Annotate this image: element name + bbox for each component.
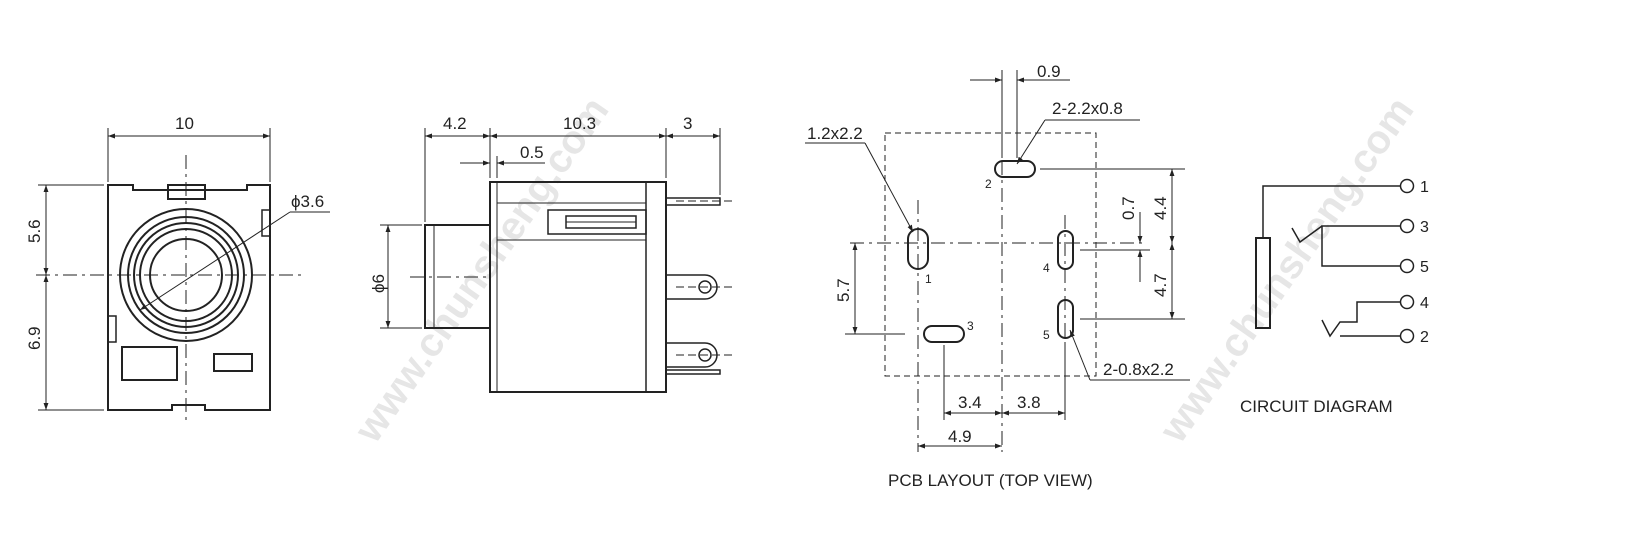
pcb-bottom-c-label: 4.9 xyxy=(948,427,972,446)
slot-left-leader xyxy=(864,142,914,233)
watermark-text: www.chunsheng.com xyxy=(346,89,618,451)
front-view-outline xyxy=(107,184,271,411)
barrel-diameter-label: ϕ6 xyxy=(369,274,388,293)
slot-top-leader xyxy=(1016,119,1046,165)
pcb-pin-label: 5 xyxy=(1043,328,1050,342)
front-length-label: 4.2 xyxy=(443,114,467,133)
front-view-side-notch xyxy=(261,209,271,237)
circuit-wire-4 xyxy=(1321,301,1400,338)
front-upper-height-label: 5.6 xyxy=(25,219,44,243)
body-length-label: 10.3 xyxy=(563,114,596,133)
pcb-pin-label: 1 xyxy=(925,272,932,286)
pcb-pin-1-slot xyxy=(907,228,929,270)
side-view-body xyxy=(489,181,667,393)
pcb-offset-label: 0.7 xyxy=(1119,196,1138,220)
hole-diameter-leader xyxy=(139,211,291,311)
slot-bottom-leader xyxy=(1069,329,1091,381)
pcb-pin-2-slot xyxy=(994,160,1036,178)
circuit-pin-label: 3 xyxy=(1420,219,1429,236)
pcb-pin-5-slot xyxy=(1057,299,1074,339)
pcb-bottom-b-label: 3.8 xyxy=(1017,393,1041,412)
pcb-layout-caption: PCB LAYOUT (TOP VIEW) xyxy=(888,471,1093,490)
circuit-wire-1 xyxy=(1262,185,1400,238)
pcb-pin-label: 3 xyxy=(967,319,974,333)
front-view xyxy=(36,128,330,425)
circuit-pin-label: 5 xyxy=(1420,259,1429,276)
front-view-pad xyxy=(121,346,178,381)
circuit-terminal-2 xyxy=(1399,328,1415,344)
pcb-pin-3-slot xyxy=(923,325,965,343)
circuit-diagram xyxy=(1255,178,1415,344)
slot-left-label: 1.2x2.2 xyxy=(807,124,863,143)
pcb-pin-4-slot xyxy=(1057,230,1074,270)
pcb-pin-label: 4 xyxy=(1043,261,1050,275)
pcb-right-lower-label: 4.7 xyxy=(1151,273,1170,297)
hole-diameter-label: ϕ3.6 xyxy=(291,192,324,211)
pcb-right-upper-label: 4.4 xyxy=(1151,196,1170,220)
front-view-side-notch xyxy=(107,315,117,343)
front-lower-height-label: 6.9 xyxy=(25,326,44,350)
pcb-bottom-a-label: 3.4 xyxy=(958,393,982,412)
circuit-diagram-caption: CIRCUIT DIAGRAM xyxy=(1240,397,1393,416)
front-view-pad xyxy=(213,353,253,372)
slot-bottom-label: 2-0.8x2.2 xyxy=(1103,360,1174,379)
circuit-wire-3-5 xyxy=(1321,225,1400,267)
circuit-terminal-5 xyxy=(1399,258,1415,274)
pcb-top-dim-label: 0.9 xyxy=(1037,62,1061,81)
circuit-terminal-1 xyxy=(1399,178,1415,194)
circuit-terminal-3 xyxy=(1399,218,1415,234)
circuit-pin-label: 1 xyxy=(1420,179,1429,196)
side-view-contact xyxy=(547,209,647,235)
pin-length-label: 3 xyxy=(683,114,692,133)
circuit-terminal-4 xyxy=(1399,294,1415,310)
slot-top-label: 2-2.2x0.8 xyxy=(1052,99,1123,118)
circuit-pin-label: 4 xyxy=(1420,295,1429,312)
pcb-left-label: 5.7 xyxy=(834,278,853,302)
step-label: 0.5 xyxy=(520,143,544,162)
circuit-sleeve xyxy=(1255,237,1271,329)
circuit-contact xyxy=(1291,225,1323,244)
circuit-pin-label: 2 xyxy=(1420,329,1429,346)
pcb-layout xyxy=(805,70,1190,452)
pcb-pin-label: 2 xyxy=(985,177,992,191)
pcb-outline xyxy=(884,132,1097,377)
front-width-label: 10 xyxy=(175,114,194,133)
side-view xyxy=(380,128,735,393)
